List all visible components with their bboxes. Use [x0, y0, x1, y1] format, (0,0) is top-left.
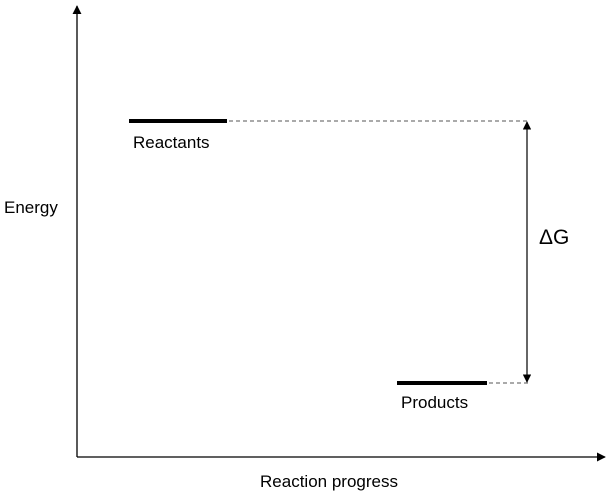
products-label: Products	[401, 393, 468, 412]
x-axis-label: Reaction progress	[260, 472, 398, 491]
y-axis-label: Energy	[4, 198, 58, 217]
delta-g-label: ΔG	[539, 226, 569, 249]
reactants-label: Reactants	[133, 133, 210, 152]
